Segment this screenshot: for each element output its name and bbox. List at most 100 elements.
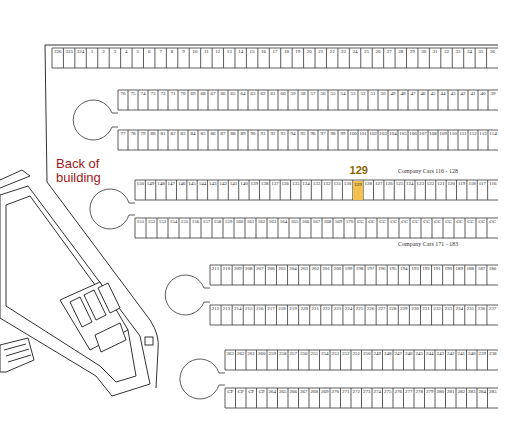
stall-divider (456, 180, 457, 200)
stall-number: 261 (246, 351, 257, 357)
stall-number: 11 (201, 49, 212, 55)
stall-number: 229 (398, 306, 409, 312)
stall-number: 204 (288, 266, 299, 272)
stall-number: 247 (393, 351, 404, 357)
stall-divider (212, 48, 213, 68)
stall-number: 31 (429, 49, 440, 55)
stall-divider (280, 180, 281, 200)
stall-divider (148, 130, 149, 150)
stall-number: CP (225, 389, 236, 395)
stall-divider (328, 130, 329, 150)
stall-divider (234, 48, 235, 68)
stall-number: 96 (308, 131, 318, 137)
stall-divider (288, 130, 289, 150)
stall-divider (277, 388, 278, 408)
stall-divider (309, 265, 310, 285)
stall-divider (453, 265, 454, 285)
stall-number: 267 (299, 389, 310, 395)
stall-divider (338, 130, 339, 150)
stall-number: 202 (310, 266, 321, 272)
stall-divider (435, 350, 436, 370)
parking-rows (52, 48, 498, 408)
stall-number: 15 (246, 49, 257, 55)
stall-number: 273 (362, 389, 373, 395)
stall-divider (319, 388, 320, 408)
stall-divider (309, 305, 310, 325)
stall-number: 170 (344, 219, 355, 225)
stall-divider (256, 350, 257, 370)
stall-number: 93 (278, 131, 288, 137)
stall-number: CP (257, 389, 268, 395)
stall-number: 168 (322, 219, 333, 225)
stall-number: 66 (218, 91, 228, 97)
stall-divider (398, 265, 399, 285)
stall-number: 114 (488, 131, 498, 137)
stall-divider (218, 130, 219, 150)
stall-number: 274 (372, 389, 383, 395)
row-outline (210, 265, 498, 285)
stall-number: 215 (243, 306, 254, 312)
row-outline (225, 350, 498, 370)
stall-number: 193 (409, 266, 420, 272)
stall-divider (363, 180, 364, 200)
stall-divider (420, 305, 421, 325)
stall-divider (207, 180, 208, 200)
stall-divider (404, 180, 405, 200)
stall-divider (415, 180, 416, 200)
stall-divider (382, 388, 383, 408)
stall-divider (435, 388, 436, 408)
stall-divider (243, 305, 244, 325)
stall-number: 25 (361, 49, 372, 55)
stall-number: CC (421, 219, 432, 225)
stall-number: 102 (368, 131, 378, 137)
stall-number: 95 (298, 131, 308, 137)
stall-divider (318, 90, 319, 110)
row-outline (210, 305, 498, 325)
stall-number: 44 (438, 91, 448, 97)
row-outline (225, 388, 498, 408)
stall-divider (431, 305, 432, 325)
stall-number: 146 (176, 181, 186, 187)
stall-divider (383, 180, 384, 200)
stall-number: 1 (86, 49, 97, 55)
stall-divider (429, 48, 430, 68)
stall-divider (453, 305, 454, 325)
stall-number: 219 (288, 306, 299, 312)
stall-number: 277 (404, 389, 415, 395)
stall-divider (398, 90, 399, 110)
stall-divider (478, 130, 479, 150)
stall-number: 20 (304, 49, 315, 55)
stall-divider (428, 130, 429, 150)
stall-divider (298, 388, 299, 408)
stall-number: 137 (270, 181, 280, 187)
stall-number: 157 (201, 219, 212, 225)
stall-divider (377, 218, 378, 238)
stall-number: 119 (457, 181, 467, 187)
stall-number: 124 (405, 181, 415, 187)
stall-number: 46 (418, 91, 428, 97)
stall-divider (318, 130, 319, 150)
stall-divider (235, 388, 236, 408)
stall-number: 264 (267, 389, 278, 395)
stall-number: 13 (224, 49, 235, 55)
stall-number: 252 (341, 351, 352, 357)
stall-number: 17 (269, 49, 280, 55)
stall-divider (303, 48, 304, 68)
stall-divider (288, 90, 289, 110)
stall-divider (208, 90, 209, 110)
stall-number: 5 (132, 49, 143, 55)
stall-number: 101 (358, 131, 368, 137)
stall-number: 269 (320, 389, 331, 395)
stall-divider (267, 388, 268, 408)
stall-divider (361, 388, 362, 408)
stall-divider (388, 90, 389, 110)
stall-divider (190, 218, 191, 238)
stall-number: 150 (135, 181, 145, 187)
stall-divider (128, 130, 129, 150)
stall-divider (267, 218, 268, 238)
stall-divider (418, 90, 419, 110)
stall-number: 67 (208, 91, 218, 97)
stall-number: 147 (166, 181, 176, 187)
stall-number: 64 (238, 91, 248, 97)
